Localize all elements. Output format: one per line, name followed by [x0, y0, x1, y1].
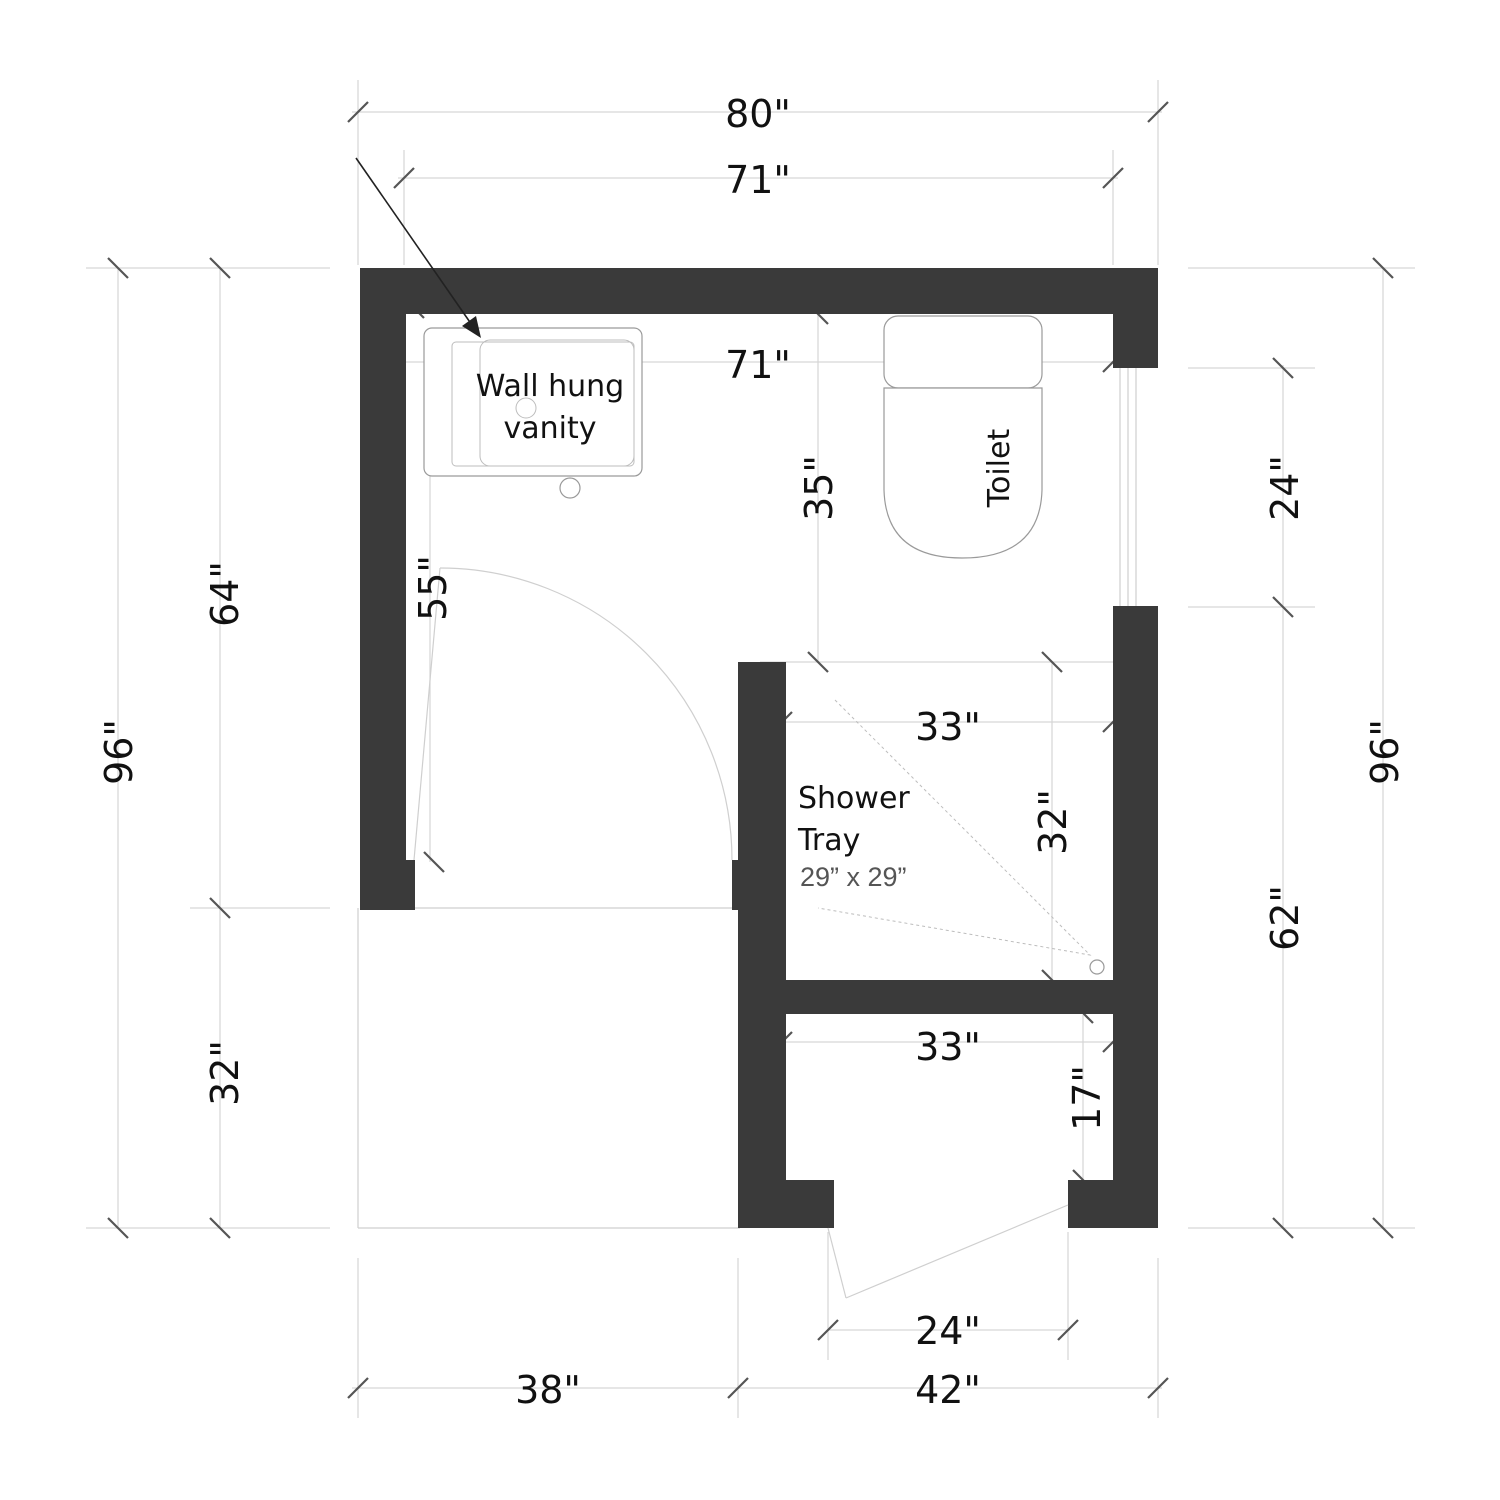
wall-right-lower [1113, 606, 1158, 1228]
wall-top [360, 268, 1158, 314]
dimension-lines [86, 80, 1415, 1418]
dim-left-lower: 32" [203, 1040, 247, 1106]
shower-drain-icon [1089, 959, 1105, 975]
vanity-drain-icon [559, 477, 581, 499]
dim-closet-door: 24" [915, 1309, 981, 1353]
vanity-label-line2: vanity [503, 411, 596, 446]
shower-tray [817, 699, 1105, 975]
fixture-labels: Wall hung vanity Toilet Shower Tray 29” … [476, 369, 1017, 892]
dim-right-window: 24" [1263, 455, 1307, 521]
vanity-label-line1: Wall hung [476, 369, 624, 404]
shower-label-line1: Shower [798, 781, 910, 816]
dim-left-overall: 96" [97, 719, 141, 785]
dim-room-width: 71" [725, 343, 791, 387]
open-area-outline [357, 907, 740, 1229]
wall-closet-bottom-right [1068, 1180, 1158, 1228]
wall-closet-bottom-left [738, 1180, 834, 1228]
entry-door [413, 567, 733, 861]
vanity [423, 327, 643, 499]
toilet-label: Toilet [982, 429, 1017, 509]
dim-closet-depth: 17" [1065, 1065, 1109, 1131]
dim-closet-width: 33" [915, 1025, 981, 1069]
dim-shower-depth: 32" [1031, 789, 1075, 855]
vanity-arrow [355, 157, 481, 338]
dim-bottom-right: 42" [915, 1368, 981, 1412]
dim-door-swing: 55" [411, 555, 455, 621]
dim-toilet-clearance: 35" [797, 455, 841, 521]
shower-label-line2: Tray [797, 823, 860, 858]
dimension-labels: 80" 71" 71" 35" 55" 96" 64" 32" 96" 24" … [97, 92, 1407, 1412]
wall-shower-bottom [738, 980, 1158, 1014]
closet-door [827, 1204, 1069, 1299]
dim-top-inner: 71" [725, 158, 791, 202]
wall-left [360, 268, 406, 862]
shower-size-label: 29” x 29” [800, 862, 907, 892]
arrowhead-icon [462, 316, 481, 338]
dim-left-upper: 64" [203, 561, 247, 627]
dim-right-overall: 96" [1363, 719, 1407, 785]
walls [360, 268, 1158, 1228]
toilet [883, 315, 1043, 559]
dim-shower-width: 33" [915, 705, 981, 749]
dim-bottom-left: 38" [515, 1368, 581, 1412]
wall-left-stub [360, 860, 415, 910]
dim-top-overall: 80" [725, 92, 791, 136]
window [1113, 368, 1158, 606]
dim-right-lower: 62" [1263, 885, 1307, 951]
wall-shower-left [738, 662, 786, 1228]
wall-door-jamb [732, 860, 742, 910]
wall-right-top [1113, 268, 1158, 368]
